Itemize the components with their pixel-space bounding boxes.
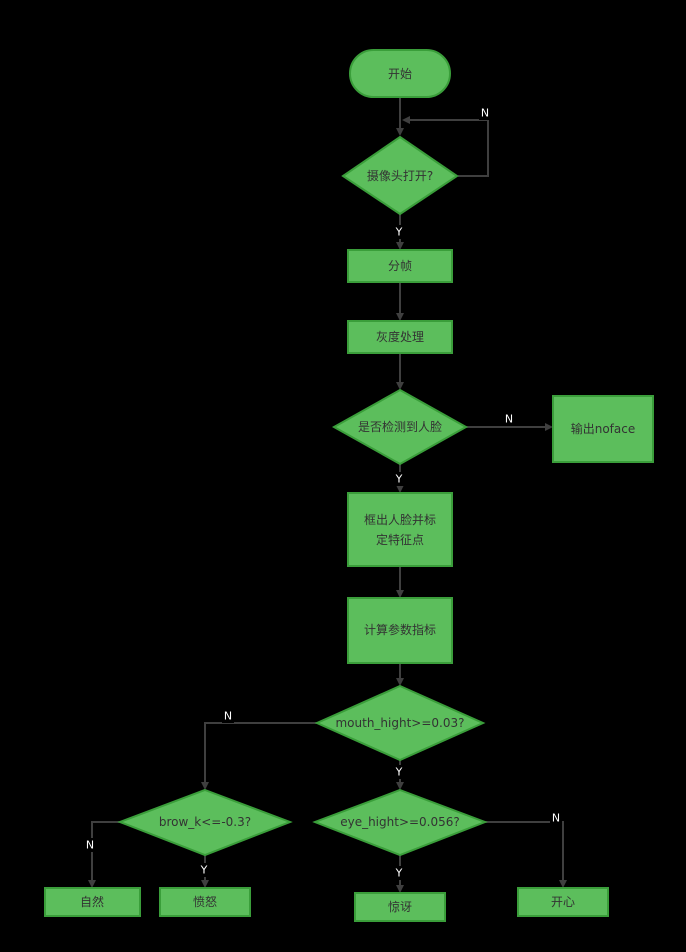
edge-label-camera-no: N: [481, 107, 489, 120]
edge-brow-no: N: [84, 821, 120, 888]
edge-mouth-no: N: [201, 709, 317, 790]
edge-label-face-yes: Y: [395, 473, 403, 486]
node-face-landmark: 框出人脸并标 定特征点: [347, 492, 453, 567]
edge-label-eye-yes: Y: [395, 867, 403, 880]
node-output-noface-label: 输出noface: [571, 421, 636, 436]
node-compute-params-label: 计算参数指标: [364, 622, 436, 637]
node-split-frame-label: 分帧: [388, 259, 412, 273]
edge-camera-no-loop: N: [402, 106, 491, 177]
edge-brow-yes: Y: [198, 855, 210, 888]
edge-label-mouth-no: N: [224, 710, 232, 723]
edge-start-to-camera: [396, 97, 404, 136]
node-start-label: 开始: [388, 67, 412, 81]
edge-eye-no: N: [485, 811, 567, 888]
node-camera-check-label: 摄像头打开?: [367, 168, 433, 183]
node-brow-check-label: brow_k<=-0.3?: [159, 815, 251, 829]
node-split-frame: 分帧: [347, 249, 453, 283]
node-grayscale-label: 灰度处理: [376, 329, 424, 344]
node-angry-label: 愤怒: [193, 894, 217, 909]
edge-label-mouth-yes: Y: [395, 766, 403, 779]
node-eye-check: eye_hight>=0.056?: [312, 788, 488, 857]
node-brow-check: brow_k<=-0.3?: [117, 788, 293, 857]
node-face-landmark-line2: 定特征点: [376, 532, 424, 547]
node-natural: 自然: [44, 887, 141, 917]
node-start: 开始: [349, 49, 451, 98]
node-face-detect-label: 是否检测到人脸: [358, 419, 442, 434]
edge-detect-no: N: [466, 412, 553, 431]
edge-compute-to-mouth: [396, 663, 404, 686]
edges: N Y N Y: [84, 97, 567, 893]
node-happy-label: 开心: [551, 895, 575, 909]
node-natural-label: 自然: [80, 894, 104, 909]
edge-label-brow-yes: Y: [200, 864, 208, 877]
node-camera-check: 摄像头打开?: [341, 135, 459, 216]
edge-detect-yes: Y: [393, 464, 405, 493]
edge-label-face-no: N: [505, 413, 513, 426]
edge-split-to-gray: [396, 282, 404, 321]
node-output-noface: 输出noface: [552, 395, 654, 463]
edge-camera-yes: Y: [393, 214, 405, 250]
node-angry: 愤怒: [159, 887, 251, 917]
node-mouth-check-label: mouth_hight>=0.03?: [335, 716, 464, 730]
nodes: 开始 摄像头打开? 分帧 灰度处理 是否检测到人脸 输出noface 框出人脸并…: [44, 49, 654, 922]
node-compute-params: 计算参数指标: [347, 597, 453, 664]
edge-mouth-yes: Y: [393, 760, 405, 790]
edge-label-brow-no: N: [86, 839, 94, 852]
node-happy: 开心: [517, 887, 609, 917]
node-face-detect: 是否检测到人脸: [331, 388, 469, 466]
edge-label-camera-yes: Y: [395, 226, 403, 239]
node-eye-check-label: eye_hight>=0.056?: [340, 815, 460, 829]
node-mouth-check: mouth_hight>=0.03?: [314, 684, 486, 762]
node-grayscale: 灰度处理: [347, 320, 453, 354]
edge-eye-yes: Y: [393, 855, 405, 893]
edge-label-eye-no: N: [552, 812, 560, 825]
edge-landmark-to-compute: [396, 566, 404, 598]
edge-gray-to-detect: [396, 353, 404, 390]
node-face-landmark-line1: 框出人脸并标: [364, 513, 436, 527]
node-surprised-label: 惊讶: [388, 899, 412, 914]
node-surprised: 惊讶: [354, 892, 446, 922]
